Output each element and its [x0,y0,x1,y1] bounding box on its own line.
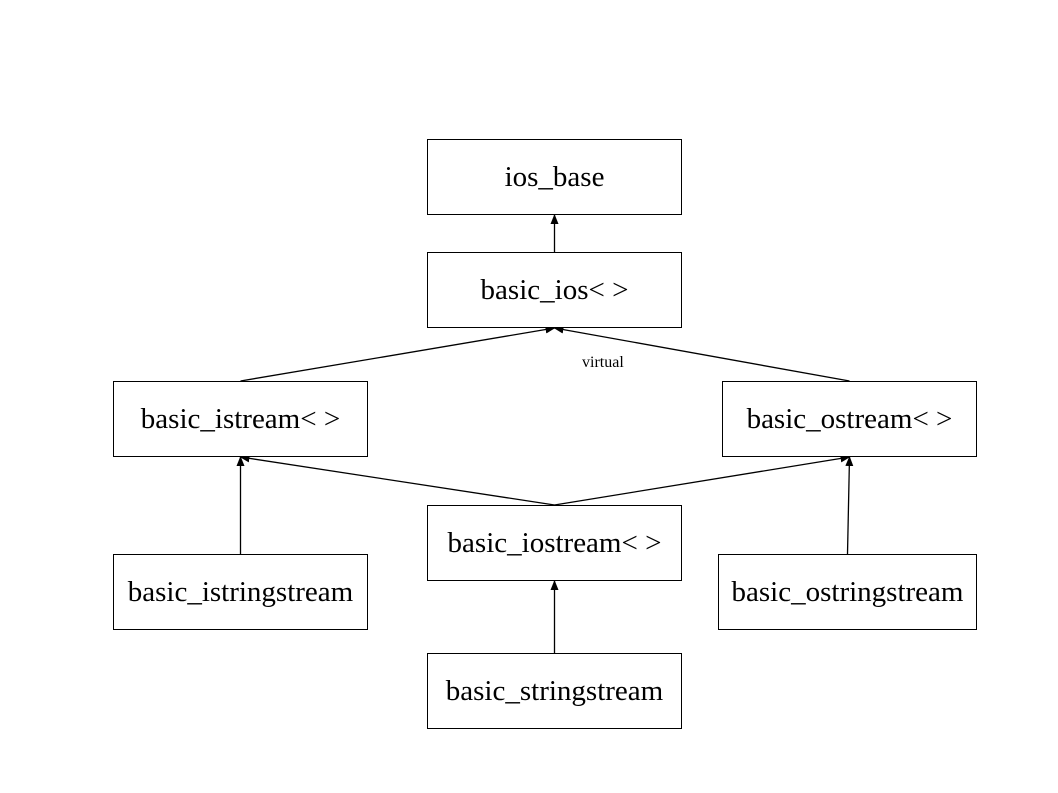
edge-basic-iostream-to-basic-ostream [554,454,851,506]
node-basic-ostream-label: basic_ostream< > [746,402,953,435]
edge-basic-ostringstream-to-basic-ostream [845,456,854,555]
node-ios-base-label: ios_base [504,160,605,193]
node-basic-ios: basic_ios< > [427,252,682,328]
node-basic-stringstream-label: basic_stringstream [445,674,664,707]
virtual-inheritance-label: virtual [582,354,624,371]
node-basic-iostream: basic_iostream< > [427,505,682,581]
node-basic-istringstream: basic_istringstream [113,554,368,630]
node-basic-istream-label: basic_istream< > [140,402,341,435]
edge-basic-ostream-to-basic-ios [553,325,850,382]
node-basic-stringstream: basic_stringstream [427,653,682,729]
node-basic-istream: basic_istream< > [113,381,368,457]
node-basic-ostringstream: basic_ostringstream [718,554,977,630]
node-basic-ostringstream-label: basic_ostringstream [731,575,964,608]
node-basic-ios-label: basic_ios< > [480,273,629,306]
node-basic-istringstream-label: basic_istringstream [127,575,354,608]
edge-basic-iostream-to-basic-istream [239,454,555,506]
node-basic-iostream-label: basic_iostream< > [447,526,662,559]
node-ios-base: ios_base [427,139,682,215]
edge-basic-istream-to-basic-ios [240,325,556,382]
node-basic-ostream: basic_ostream< > [722,381,977,457]
